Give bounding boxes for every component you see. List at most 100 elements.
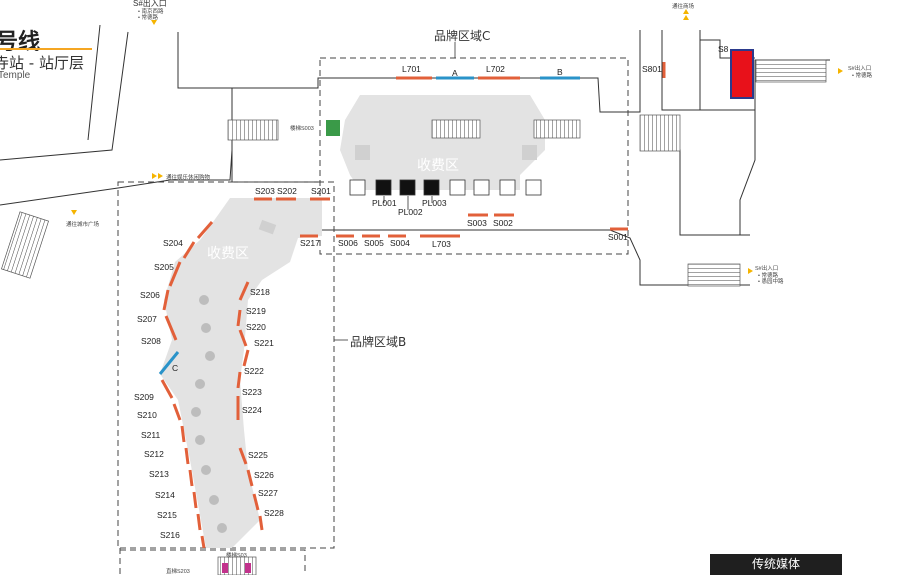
ad-segment-s218[interactable]: [238, 281, 250, 301]
ad-segment-s219[interactable]: [236, 309, 242, 327]
ticket-machine-row: [349, 179, 542, 196]
stand-label-s003: S003: [467, 218, 487, 228]
arrow-to-mall-2: [158, 173, 163, 179]
stair-upper-label: 楼梯S003: [290, 124, 314, 132]
stand-label-s215: S215: [157, 510, 177, 520]
ad-segment-s207[interactable]: [162, 289, 170, 311]
ad-segment-s213[interactable]: [188, 469, 194, 487]
paid-area-lower: [160, 198, 322, 548]
ad-segment-s205[interactable]: [182, 241, 196, 259]
escalator-center: [431, 119, 481, 139]
stand-label-s203: S203: [255, 186, 275, 196]
bottom-right-exit-note2: • 愚园中路: [758, 277, 784, 285]
ad-segment-s227[interactable]: [252, 493, 260, 511]
ad-segment-s222[interactable]: [236, 371, 242, 389]
ticket-machine-pl[interactable]: [375, 179, 392, 196]
ad-segment-s212[interactable]: [184, 447, 190, 465]
column-marker: [201, 323, 211, 333]
magenta-marker-bottom: [222, 563, 228, 573]
stair-bottom-label: 楼梯S03: [226, 551, 247, 559]
ticket-machine-slot[interactable]: [499, 179, 516, 196]
magenta-marker-bottom-2: [245, 563, 251, 573]
zone-bottom-box: [120, 549, 306, 575]
ad-segment-s210[interactable]: [172, 403, 182, 421]
stand-label-s220: S220: [246, 322, 266, 332]
ticket-machine-slot[interactable]: [349, 179, 366, 196]
line-title: 号线: [0, 30, 41, 55]
ad-segment-s209[interactable]: [160, 379, 174, 399]
stand-label-l701: L701: [402, 64, 421, 74]
ticket-machine-pl[interactable]: [423, 179, 440, 196]
stand-label-s214: S214: [155, 490, 175, 500]
escalator-bottom-right-exit: [687, 263, 741, 287]
stand-label-s226: S226: [254, 470, 274, 480]
column-marker: [191, 407, 201, 417]
stand-label-pl002: PL002: [398, 207, 423, 217]
stand-label-s207: S207: [137, 314, 157, 324]
stand-label-s8: S8: [718, 44, 729, 54]
stand-label-s205: S205: [154, 262, 174, 272]
ad-segment-s225[interactable]: [238, 447, 248, 465]
stand-label-s217: S217: [300, 238, 320, 248]
stand-label-l702: L702: [486, 64, 505, 74]
ad-segment-s208[interactable]: [164, 315, 178, 341]
right-exit-note: • 常德路: [852, 71, 872, 79]
wall-concourse-left: [231, 150, 318, 183]
column-marker: [205, 351, 215, 361]
ad-block-s8[interactable]: [730, 49, 754, 99]
ticket-machine-pl[interactable]: [399, 179, 416, 196]
direction-arrows: [71, 9, 843, 274]
bottom-right-exit-label: S#出入口: [755, 264, 778, 272]
stand-label-a: A: [452, 68, 458, 78]
escalator-right: [533, 119, 581, 139]
stand-label-c: C: [172, 363, 178, 373]
column-marker: [199, 295, 209, 305]
ticket-machine-slot[interactable]: [473, 179, 490, 196]
ad-segment-s226[interactable]: [246, 469, 254, 487]
stand-label-pl001: PL001: [372, 198, 397, 208]
stand-label-s225: S225: [248, 450, 268, 460]
wall-left-inner: [87, 24, 101, 141]
stand-label-s223: S223: [242, 387, 262, 397]
ad-segment-s216[interactable]: [200, 535, 206, 549]
ticket-machine-slot[interactable]: [525, 179, 542, 196]
ad-segment-s204[interactable]: [196, 221, 214, 239]
stand-label-s202: S202: [277, 186, 297, 196]
stand-label-s005: S005: [364, 238, 384, 248]
ad-segment-s220[interactable]: [238, 329, 248, 347]
to-plaza-label: 通往城市广场: [66, 220, 100, 228]
ad-segment-s221[interactable]: [242, 349, 250, 367]
ad-segment-s228[interactable]: [258, 515, 264, 531]
arrow-to-mall: [152, 173, 157, 179]
zone-c-label: 品牌区域C: [434, 29, 490, 43]
wall-left-diagonal: [0, 31, 129, 161]
stand-label-b: B: [557, 67, 563, 77]
fee-zone-lower-label: 收费区: [207, 246, 249, 262]
escalator-right-exit: [755, 59, 827, 83]
stand-label-s004: S004: [390, 238, 410, 248]
stand-label-s219: S219: [246, 306, 266, 316]
stand-label-s210: S210: [137, 410, 157, 420]
arrow-mall-top-2: [683, 15, 689, 20]
wall-concourse-bottom: [318, 229, 750, 286]
ad-segment-s214[interactable]: [192, 491, 198, 509]
ad-segment-s211[interactable]: [180, 425, 186, 443]
wall-mall-shaft: [661, 30, 701, 111]
escalator-east: [639, 114, 681, 152]
stand-label-pl003: PL003: [422, 198, 447, 208]
top-left-exit-label: S#出入口: [133, 0, 167, 8]
ticket-machine-slot[interactable]: [449, 179, 466, 196]
ad-segment-c[interactable]: [158, 351, 180, 375]
platform-gray-blocks: [258, 145, 537, 235]
stand-label-s213: S213: [149, 469, 169, 479]
station-title: 寺站 - 站厅层: [0, 54, 84, 72]
ad-segment-s215[interactable]: [196, 513, 202, 531]
stand-label-s206: S206: [140, 290, 160, 300]
stand-label-s228: S228: [264, 508, 284, 518]
ad-segment-s206[interactable]: [168, 261, 182, 287]
fee-zone-upper-label: 收费区: [417, 158, 459, 174]
legend-traditional-media[interactable]: 传统媒体: [710, 554, 842, 575]
column-marker: [217, 523, 227, 533]
wall-right-drop: [739, 110, 756, 235]
